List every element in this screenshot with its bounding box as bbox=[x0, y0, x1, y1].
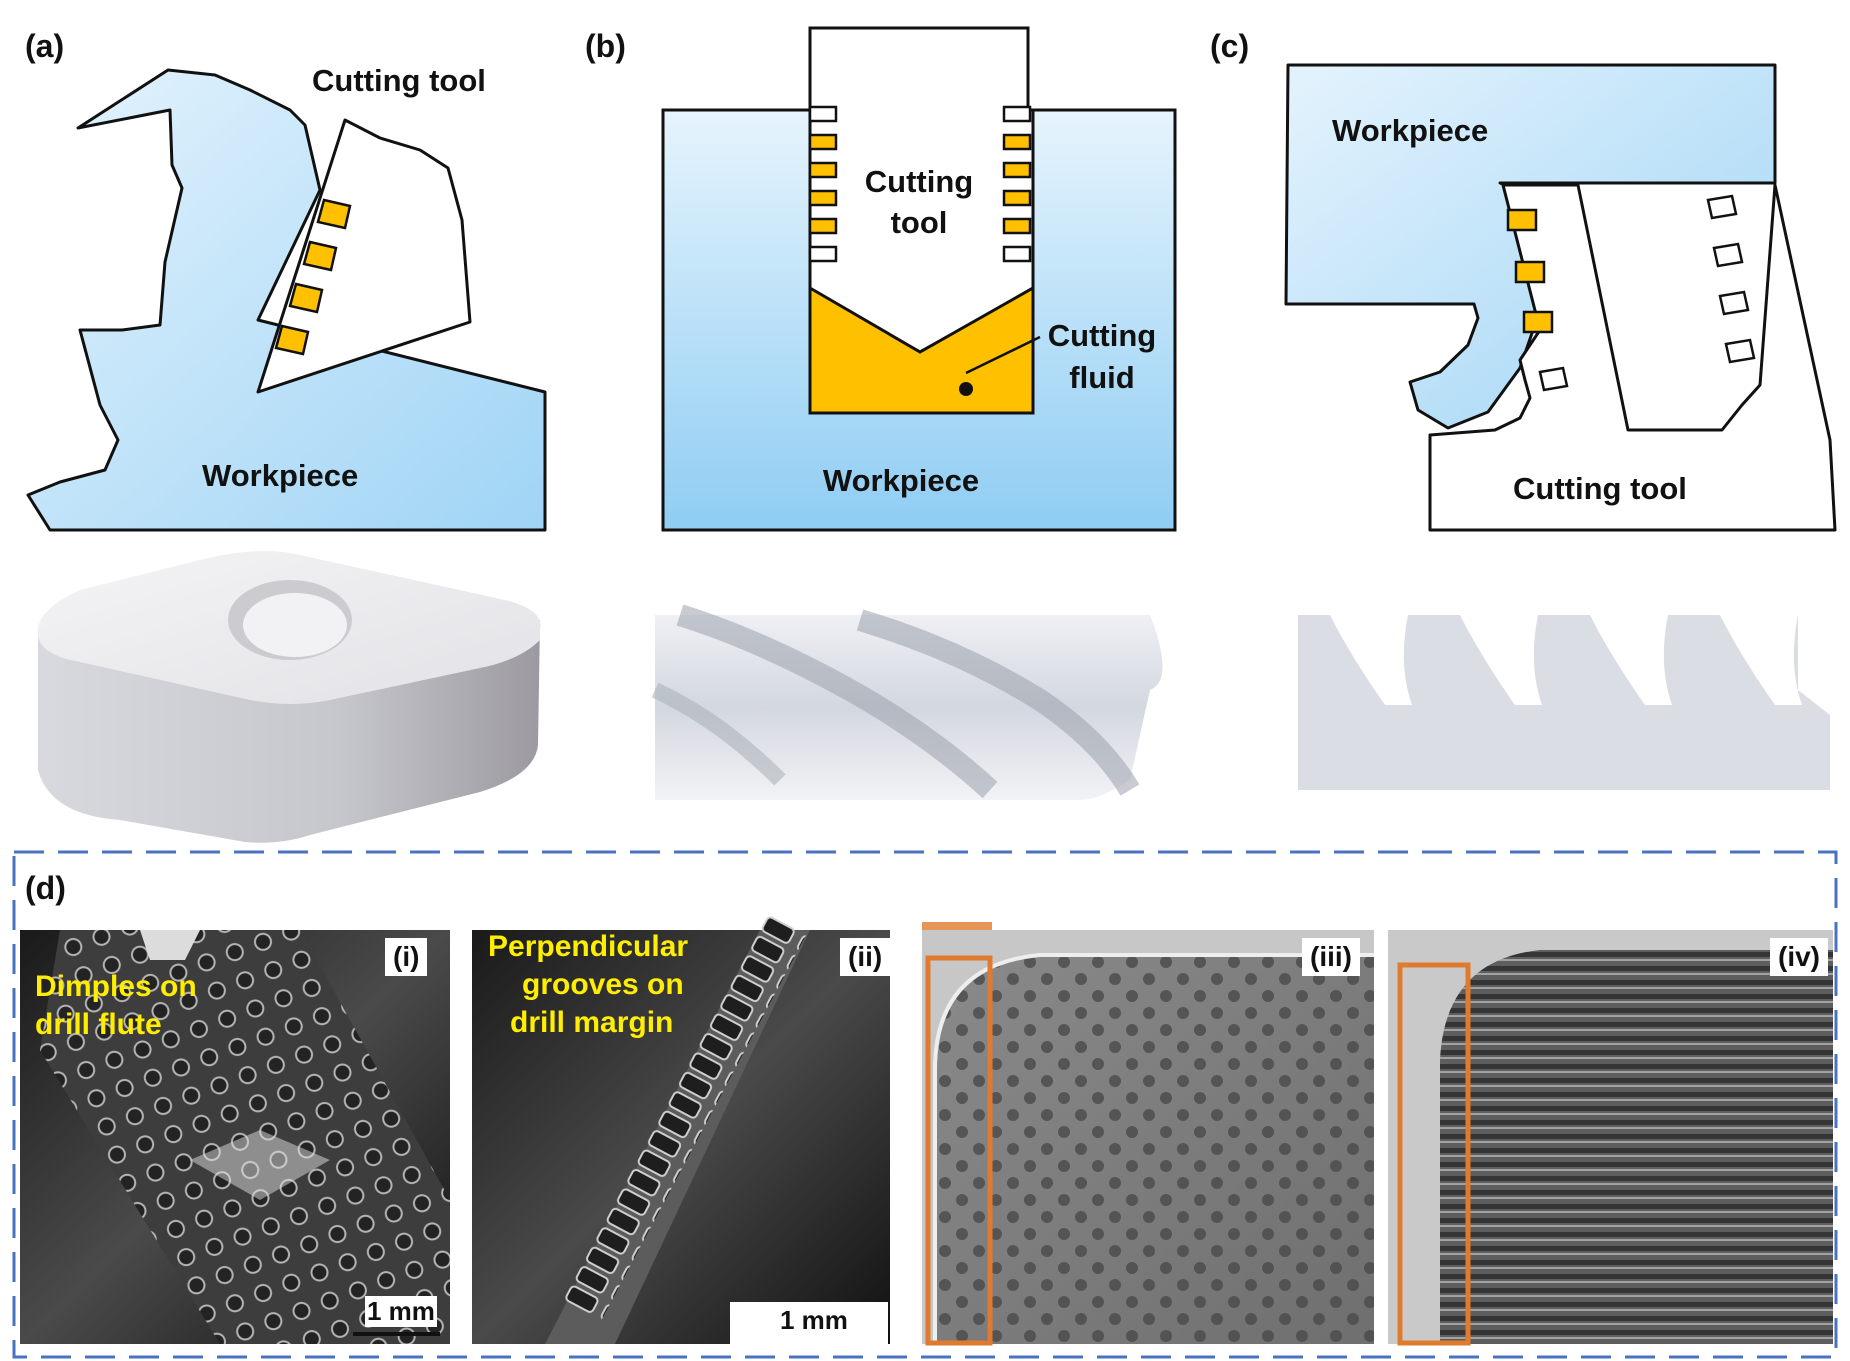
panel-a-schematic bbox=[26, 68, 547, 532]
photo-ii-caption-line3: drill margin bbox=[510, 1006, 674, 1039]
photo-ii-caption: Perpendicular grooves on drill margin bbox=[488, 928, 688, 1042]
panel-b-tool-label-2: tool bbox=[891, 205, 948, 240]
photo-i-caption-line1: Dimples on bbox=[35, 970, 197, 1003]
scalebar-ii-background bbox=[730, 1302, 888, 1344]
photo-ii-tag: (ii) bbox=[840, 938, 891, 976]
photo-ii bbox=[472, 911, 890, 1344]
panel-a-workpiece bbox=[26, 68, 547, 532]
panel-b-fluid-leader bbox=[965, 335, 1041, 375]
scalebar-ii-label: 1 mm bbox=[780, 1305, 848, 1335]
panel-b-right-texture bbox=[1002, 105, 1032, 263]
panel-c-schematic bbox=[1284, 63, 1837, 532]
panel-a-tool-label: Cutting tool bbox=[312, 63, 486, 98]
panel-c-tool-label: Cutting tool bbox=[1513, 471, 1687, 506]
photo-iii-tag: (iii) bbox=[1302, 938, 1360, 976]
drill-render bbox=[651, 604, 1163, 800]
panel-d-dashed-border bbox=[12, 850, 1838, 1359]
panel-b-tag: (b) bbox=[585, 28, 626, 64]
panel-a-cutting-tool bbox=[256, 118, 472, 394]
photo-iv-highlight-box bbox=[1397, 962, 1471, 1346]
panel-b-cutting-fluid bbox=[808, 285, 1035, 415]
photo-i-tag: (i) bbox=[385, 938, 428, 976]
photo-iii-highlight-box bbox=[925, 955, 993, 1346]
photo-iv bbox=[1388, 930, 1833, 1346]
photo-ii-caption-line1: Perpendicular bbox=[488, 930, 689, 963]
saw-render bbox=[1298, 615, 1830, 790]
panel-b-left-texture bbox=[808, 105, 838, 263]
panel-b-fluid-label-2: fluid bbox=[1069, 360, 1134, 395]
photo-i bbox=[20, 930, 450, 1344]
panel-c-tool-teeth bbox=[1506, 194, 1756, 392]
scalebar-i-label: 1 mm bbox=[365, 1296, 437, 1327]
photo-i-caption-line2: drill flute bbox=[35, 1008, 162, 1041]
photo-iii bbox=[922, 922, 1374, 1346]
photo-i-caption: Dimples on drill flute bbox=[35, 968, 197, 1044]
panel-b-fluid-label-1: Cutting bbox=[1048, 318, 1156, 353]
panel-a-tag: (a) bbox=[25, 28, 65, 64]
photo-iv-tag: (iv) bbox=[1770, 938, 1828, 976]
panel-a-workpiece-label: Workpiece bbox=[202, 458, 358, 493]
photo-ii-caption-line2: grooves on bbox=[522, 968, 684, 1001]
panel-b-fluid-dot bbox=[959, 382, 973, 396]
panel-b-tool-label-1: Cutting bbox=[865, 164, 973, 199]
panel-b-schematic bbox=[661, 26, 1177, 532]
panel-c-workpiece-label: Workpiece bbox=[1332, 113, 1488, 148]
panel-a-texture-pads bbox=[274, 198, 352, 356]
insert-render bbox=[37, 551, 541, 843]
panel-d-tag: (d) bbox=[25, 870, 66, 906]
panel-c-tag: (c) bbox=[1210, 28, 1250, 64]
panel-b-workpiece-label: Workpiece bbox=[823, 463, 979, 498]
